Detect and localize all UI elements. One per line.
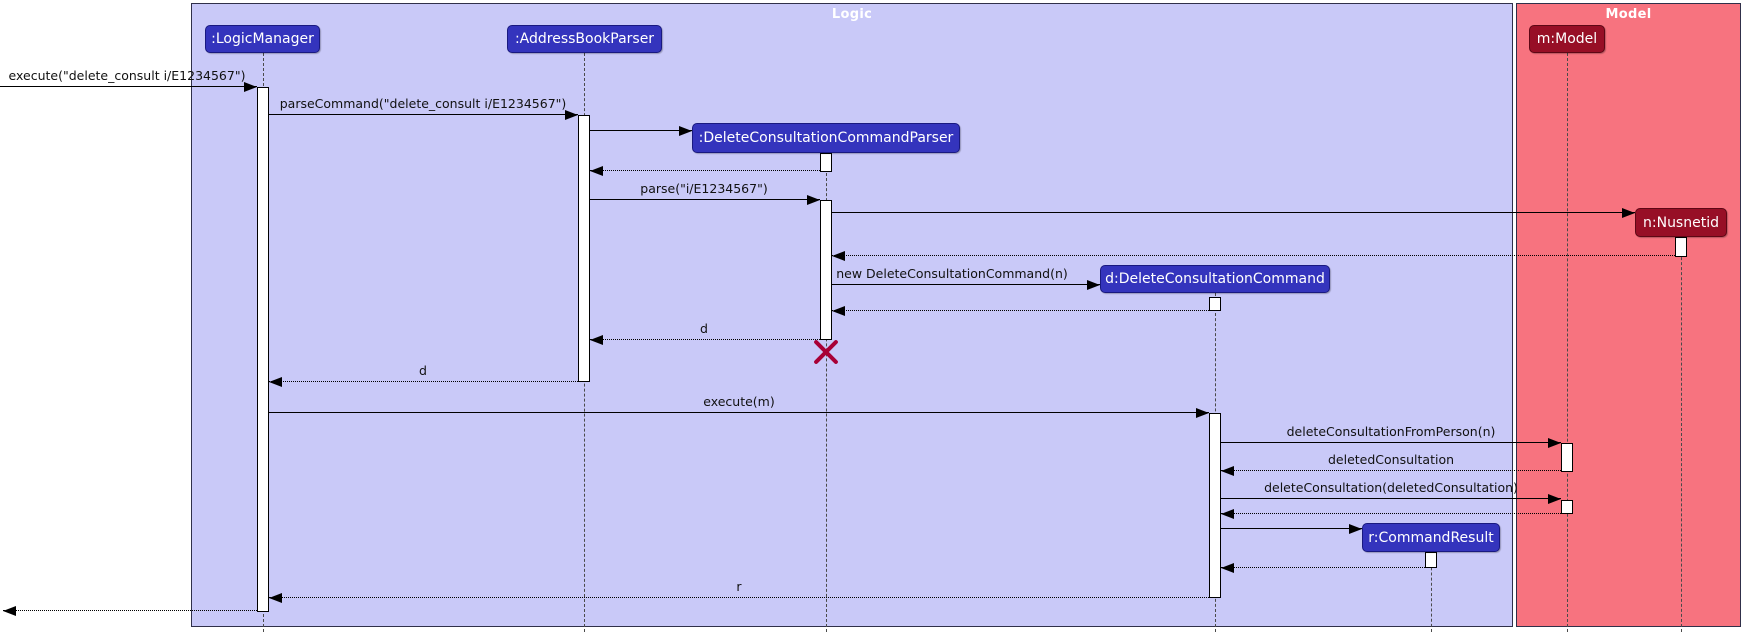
lifeline-nusnetid	[1681, 237, 1682, 632]
activation-command-parser-parse	[820, 200, 832, 340]
message-line-create-nusnetid	[832, 212, 1635, 213]
arrowhead-icon	[1221, 508, 1234, 519]
message-line-return-nusnetid	[832, 255, 1675, 256]
lifeline-model	[1567, 53, 1568, 632]
activation-logic-manager-exec	[257, 87, 269, 612]
arrowhead-icon	[1548, 493, 1561, 504]
participant-nusnetid: n:Nusnetid	[1635, 208, 1727, 237]
message-label-return-r-to-logic-manager: r	[736, 579, 742, 594]
participant-model: m:Model	[1529, 25, 1605, 53]
participant-command-result: r:CommandResult	[1362, 523, 1500, 552]
message-line-return-d-to-logic-manager	[269, 381, 578, 382]
message-line-return-d-to-address-book-parser	[590, 339, 820, 340]
message-line-delete-consultation	[1221, 498, 1561, 499]
arrowhead-icon	[1349, 523, 1362, 534]
message-line-parse-command	[269, 114, 578, 115]
message-line-execute-delete-consult	[0, 86, 257, 87]
frame-logic: Logic	[191, 3, 1513, 627]
message-line-return-command-parser-created	[590, 170, 820, 171]
activation-address-book-parser-1	[578, 115, 590, 382]
message-label-execute-m: execute(m)	[703, 394, 775, 409]
message-line-parse-nusnetid	[590, 199, 820, 200]
message-label-return-deleted-consultation: deletedConsultation	[1327, 452, 1455, 467]
participant-logic-manager: :LogicManager	[205, 25, 320, 53]
arrowhead-icon	[1221, 562, 1234, 573]
arrowhead-icon	[590, 165, 603, 176]
message-line-execute-m	[269, 412, 1209, 413]
activation-command-result-1	[1425, 552, 1437, 568]
message-label-delete-consultation-from-person: deleteConsultationFromPerson(n)	[1286, 424, 1496, 439]
arrowhead-icon	[1087, 279, 1100, 290]
arrowhead-icon	[269, 592, 282, 603]
arrowhead-icon	[1221, 465, 1234, 476]
arrowhead-icon	[832, 250, 845, 261]
message-label-return-d-to-address-book-parser: d	[700, 321, 708, 336]
arrowhead-icon	[832, 305, 845, 316]
message-label-delete-consultation: deleteConsultation(deletedConsultation)	[1264, 480, 1518, 495]
message-line-return-to-caller	[3, 610, 257, 611]
frame-logic-title: Logic	[831, 7, 873, 22]
arrowhead-icon	[807, 194, 820, 205]
lifeline-delete-consultation-command-parser	[826, 153, 827, 632]
activation-command-execute	[1209, 413, 1221, 598]
arrowhead-icon	[3, 605, 16, 616]
message-label-return-d-to-logic-manager: d	[419, 363, 427, 378]
participant-delete-consultation-command: d:DeleteConsultationCommand	[1100, 265, 1330, 293]
message-line-return-command-result	[1221, 567, 1425, 568]
message-line-new-delete-consultation-command	[832, 284, 1100, 285]
participant-delete-consultation-command-parser: :DeleteConsultationCommandParser	[692, 123, 960, 153]
arrowhead-icon	[565, 109, 578, 120]
message-label-execute-delete-consult: execute("delete_consult i/E1234567")	[8, 68, 246, 83]
participant-address-book-parser: :AddressBookParser	[507, 25, 662, 53]
message-label-parse-command: parseCommand("delete_consult i/E1234567"…	[279, 96, 567, 111]
message-line-delete-consultation-from-person	[1221, 442, 1561, 443]
arrowhead-icon	[590, 334, 603, 345]
arrowhead-icon	[1622, 207, 1635, 218]
message-line-create-command-parser	[590, 130, 692, 131]
frame-model-title: Model	[1605, 7, 1652, 22]
activation-command-parser-create	[820, 153, 832, 172]
arrowhead-icon	[679, 125, 692, 136]
arrowhead-icon	[244, 81, 257, 92]
activation-model-delete-consult	[1561, 500, 1573, 514]
frame-model: Model	[1516, 3, 1741, 627]
arrowhead-icon	[269, 376, 282, 387]
message-label-new-delete-consultation-command: new DeleteConsultationCommand(n)	[836, 266, 1068, 281]
message-label-parse-nusnetid: parse("i/E1234567")	[640, 181, 768, 196]
lifeline-command-result	[1431, 552, 1432, 632]
message-line-return-deleted-consultation	[1221, 470, 1561, 471]
destroy-x-icon	[812, 338, 840, 366]
activation-model-delete-from-person	[1561, 443, 1573, 472]
arrowhead-icon	[1548, 437, 1561, 448]
activation-command-create	[1209, 297, 1221, 311]
arrowhead-icon	[1196, 407, 1209, 418]
activation-nusnetid-create	[1675, 237, 1687, 257]
message-line-return-r-to-logic-manager	[269, 597, 1209, 598]
message-line-return-command-created	[832, 310, 1209, 311]
message-line-create-command-result	[1221, 528, 1362, 529]
message-line-return-delete-consultation	[1221, 513, 1561, 514]
